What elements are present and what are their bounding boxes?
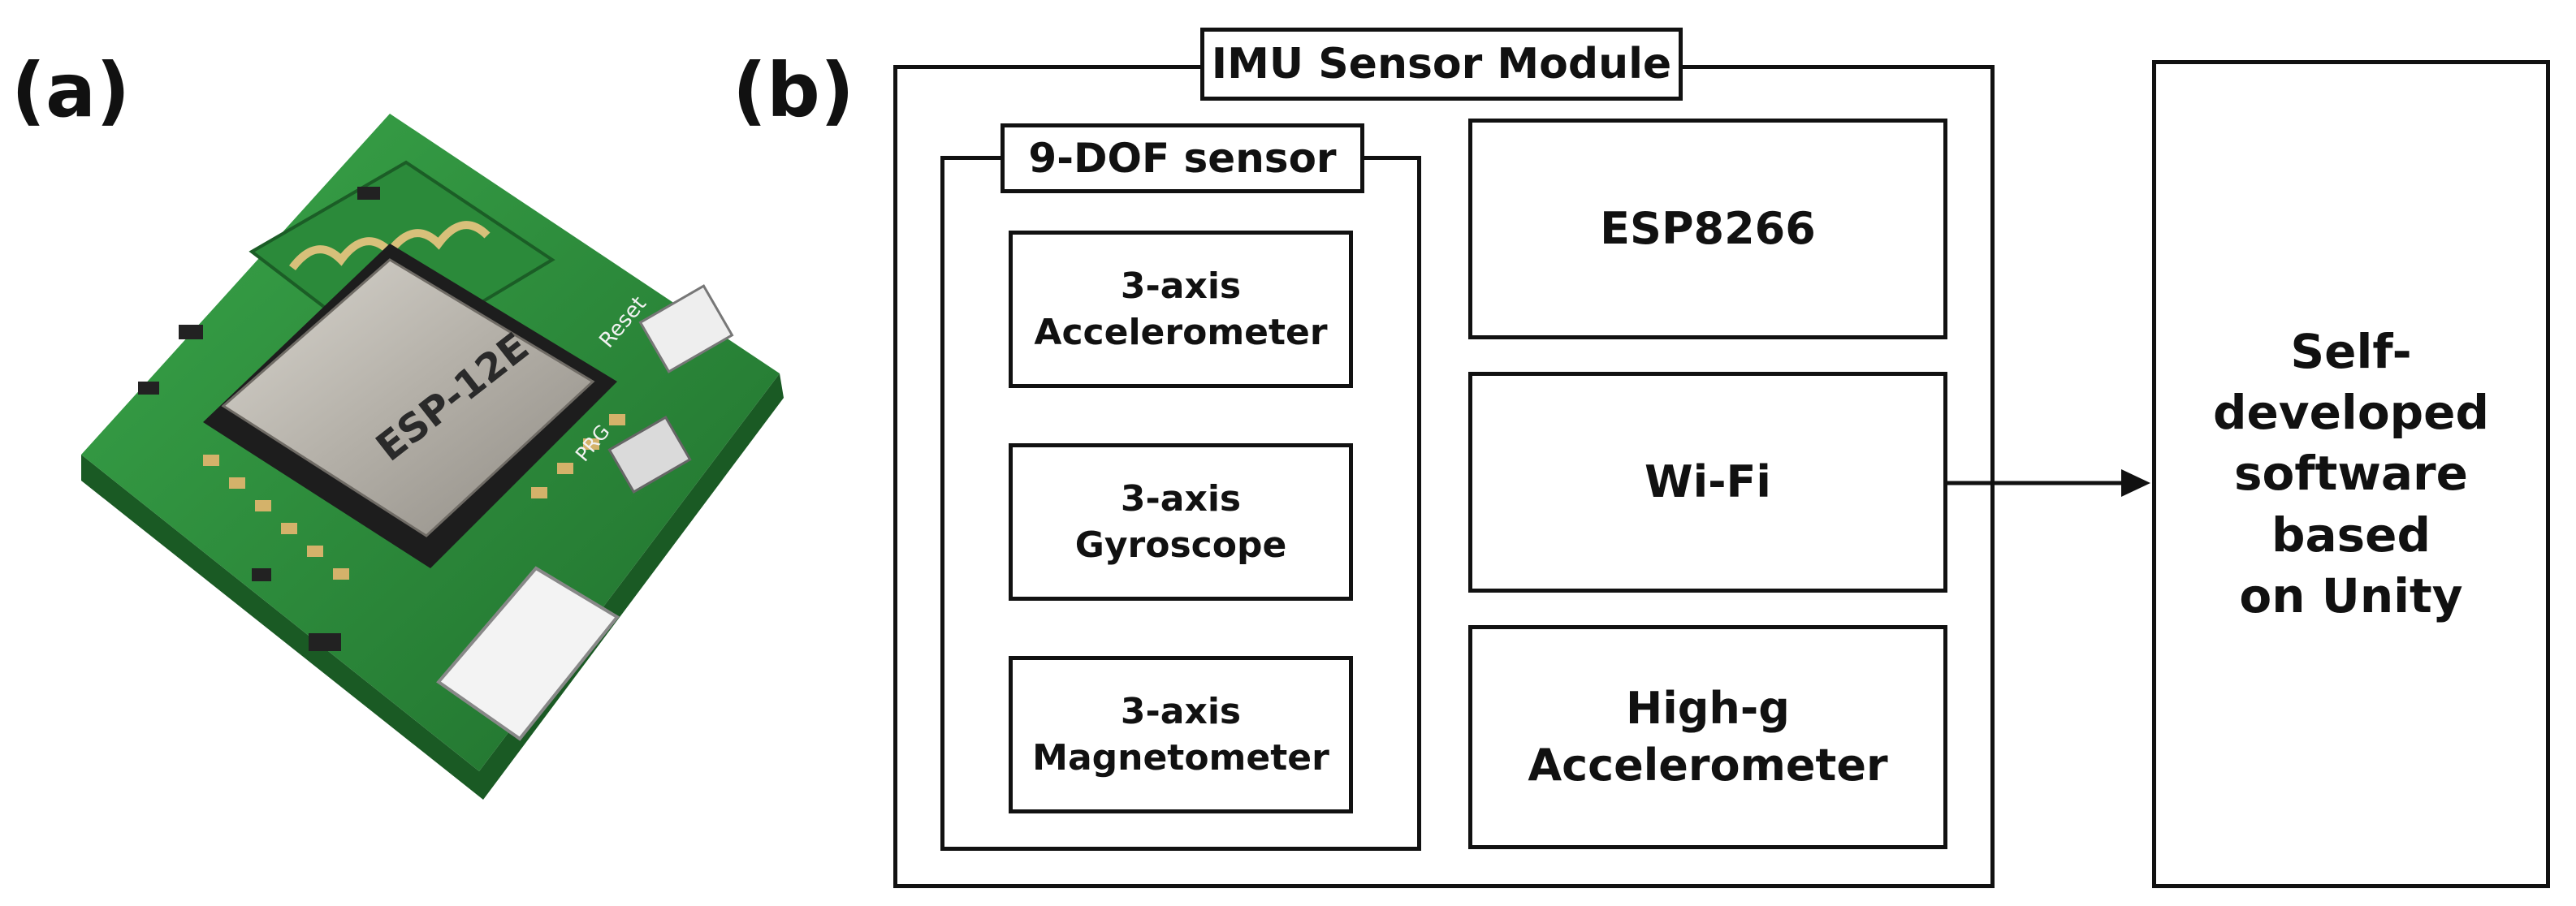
- wifi-to-software-arrow: [1947, 469, 2150, 497]
- accelerometer-box: 3-axis Accelerometer: [1009, 231, 1353, 388]
- panel-label-a: (a): [11, 47, 131, 134]
- smd-components: [138, 187, 380, 651]
- imu-module-title: IMU Sensor Module: [1200, 28, 1683, 101]
- wifi-box: Wi-Fi: [1468, 372, 1947, 593]
- esp8266-box: ESP8266: [1468, 119, 1947, 339]
- panel-label-b: (b): [733, 47, 854, 134]
- dof-sensor-title: 9-DOF sensor: [1001, 123, 1364, 193]
- magnetometer-box: 3-axis Magnetometer: [1009, 656, 1353, 813]
- software-box: Self-developed software based on Unity: [2152, 60, 2550, 888]
- solder-pads: [203, 414, 625, 580]
- switch-photo: [607, 415, 692, 494]
- high-g-accelerometer-box: High-g Accelerometer: [1468, 625, 1947, 849]
- imu-board-photo: ESP-12E Reset PRG: [81, 114, 784, 800]
- pcb-edge: [81, 373, 784, 800]
- metal-shield: [221, 258, 595, 537]
- reset-button-photo: [638, 284, 734, 373]
- connector-photo: [436, 566, 620, 741]
- gyroscope-box: 3-axis Gyroscope: [1009, 443, 1353, 601]
